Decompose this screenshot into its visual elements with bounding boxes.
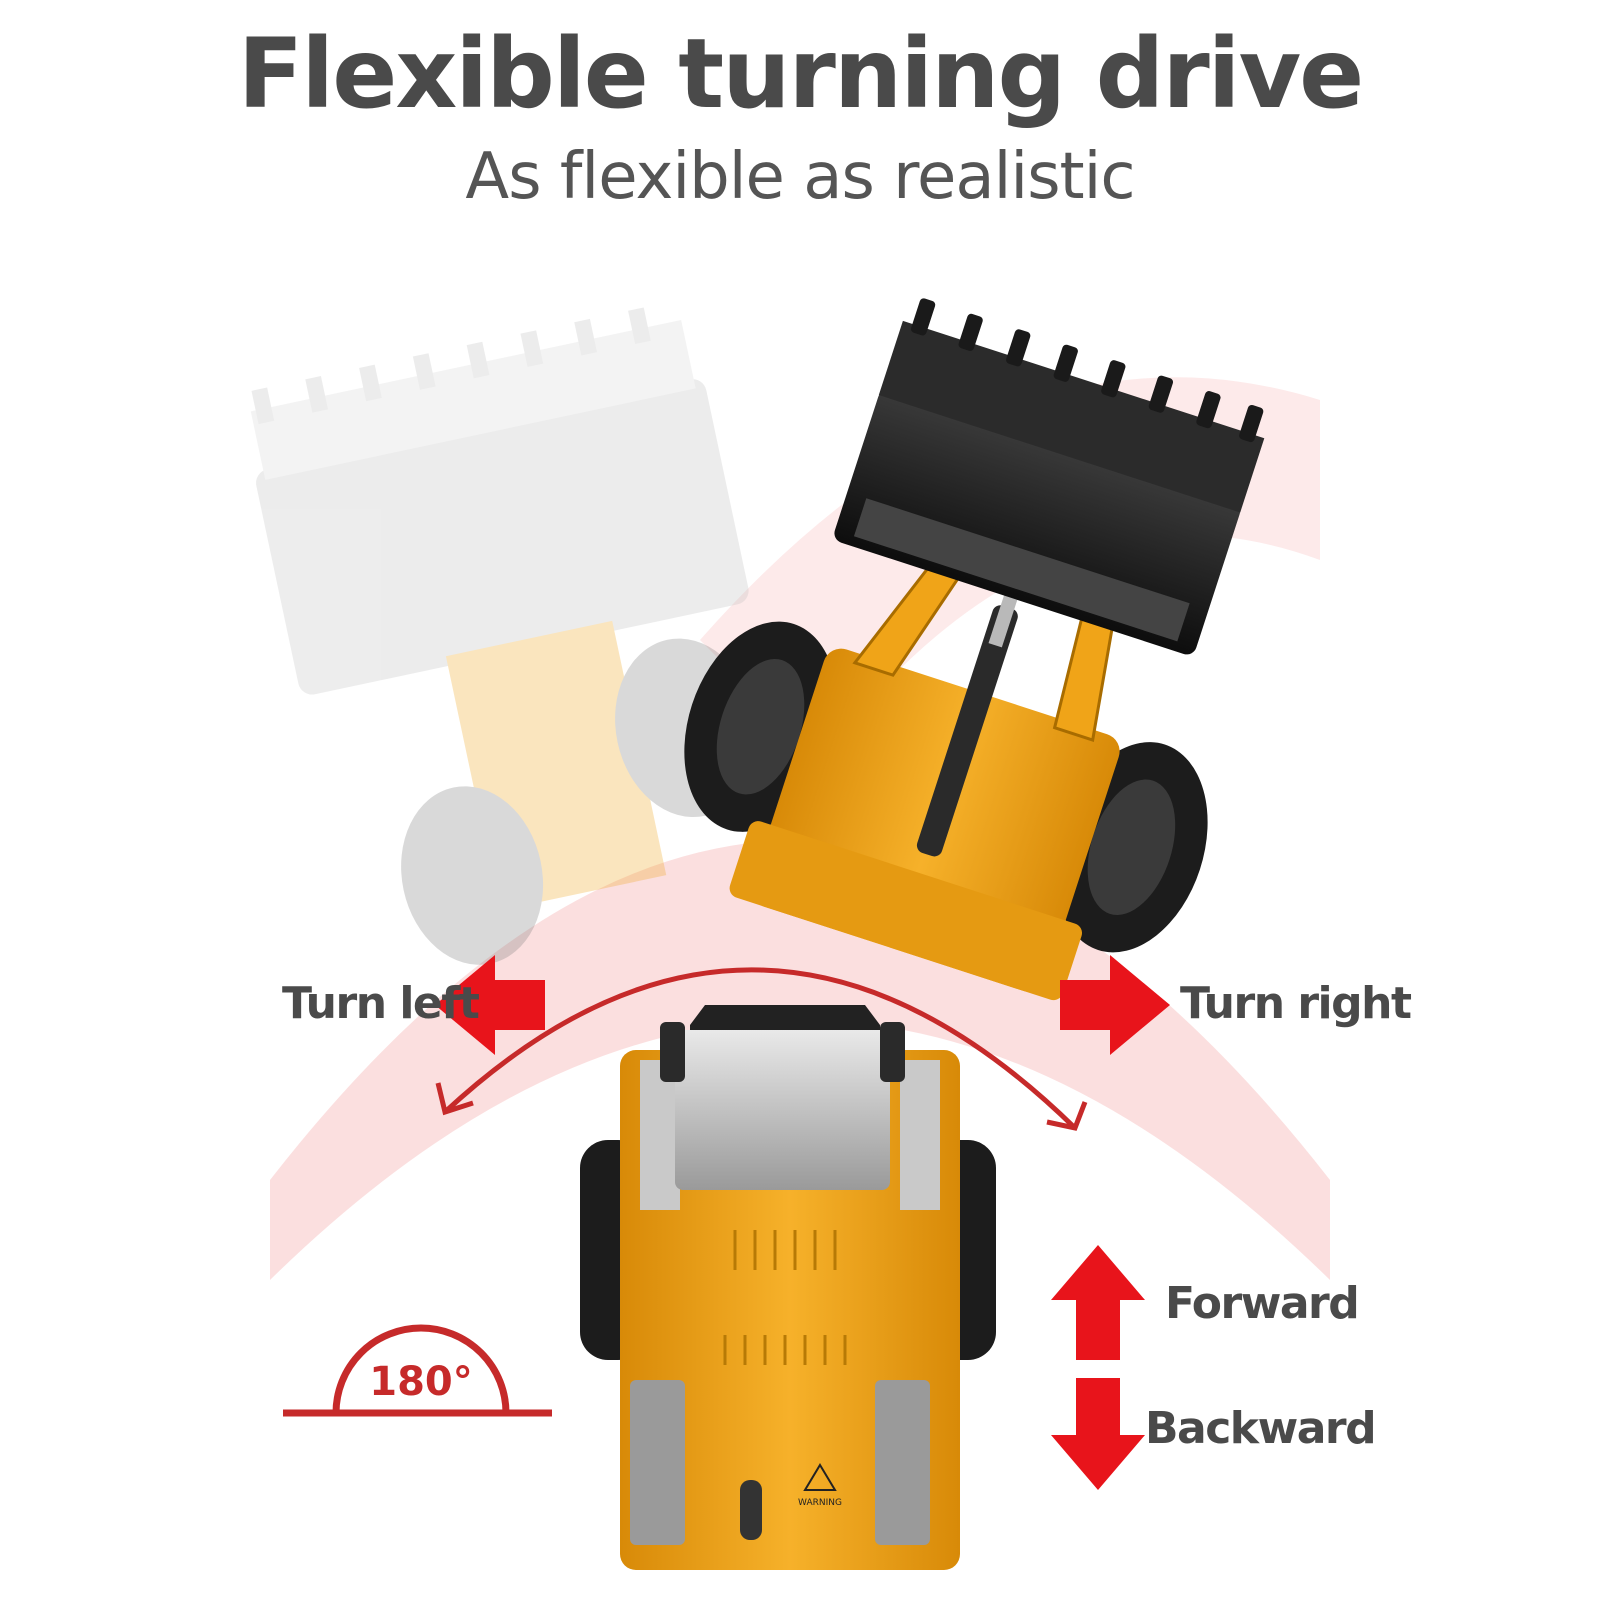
hydraulic-cylinder <box>916 605 1018 857</box>
ghost-bucket <box>256 379 749 695</box>
cab-roof <box>660 1005 905 1190</box>
turn-left-label: Turn left <box>282 978 480 1029</box>
forward-label: Forward <box>1165 1278 1360 1329</box>
rotation-badge-text: 180° <box>369 1359 473 1405</box>
page-subtitle: As flexible as realistic <box>465 140 1135 214</box>
backward-label: Backward <box>1145 1403 1377 1454</box>
page-title: Flexible turning drive <box>237 18 1365 130</box>
exhaust-pipe <box>740 1480 762 1540</box>
loader-front <box>684 298 1265 1001</box>
turn-right-label: Turn right <box>1180 978 1412 1029</box>
turn-arc <box>443 967 1077 1130</box>
rotation-badge: 180° <box>283 1324 552 1417</box>
turn-arc-left-head <box>435 1082 474 1116</box>
loader-bucket <box>834 298 1265 655</box>
engine-grille <box>723 1230 847 1365</box>
forward-arrow <box>1051 1245 1145 1360</box>
turn-arc-right-head <box>1046 1101 1088 1131</box>
turn-left-arrow <box>435 955 545 1055</box>
backward-arrow <box>1051 1378 1145 1490</box>
turn-right-arrow <box>1060 955 1170 1055</box>
warning-label: WARNING <box>798 1498 842 1508</box>
warning-sticker: WARNING <box>798 1463 842 1508</box>
loader-rear: WARNING <box>580 1005 996 1570</box>
